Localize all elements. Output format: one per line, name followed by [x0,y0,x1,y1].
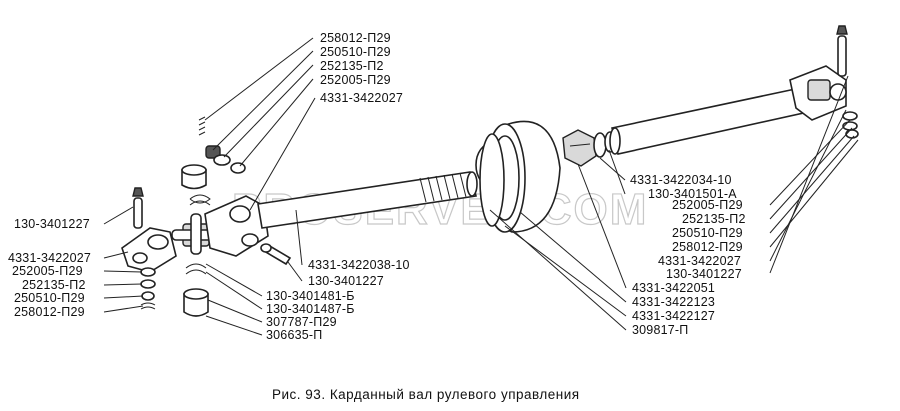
callout-label: 252005-П29 [672,198,743,212]
callout-label: 130-3401501-А [648,187,737,201]
hex-nut [562,129,616,167]
grease-fitting-top [198,116,246,174]
tube-shaft [609,87,810,155]
callout-label: 306635-П [266,328,322,342]
callout-label: 309817-П [632,323,688,337]
callout-label: 252005-П29 [320,73,391,87]
yoke-right [204,195,269,257]
seal-boot-assembly [475,120,561,233]
callout-label: 130-3401227 [308,274,384,288]
callout-label: 130-3401481-Б [266,289,355,303]
callouts-left: 130-3401227 4331-3422027 252005-П29 2521… [8,217,91,319]
snap-ring-top [189,194,211,206]
callout-label: 130-3401487-Б [266,302,355,316]
yoke-left [121,187,177,273]
callout-label: 4331-3422027 [320,91,403,105]
callout-label: 4331-3422034-10 [630,173,732,187]
callouts-right: 4331-3422034-10 130-3401501-А 252005-П29… [630,173,746,337]
bearing-cup-top [181,164,207,190]
universal-joint-cross [171,213,221,255]
yoke-right-end [789,25,848,121]
bolt-small [260,243,292,266]
callout-label: 252135-П2 [22,278,86,292]
callout-label: 4331-3422027 [8,251,91,265]
callout-label: 250510-П29 [14,291,85,305]
callout-label: 258012-П29 [14,305,85,319]
callout-label: 4331-3422127 [632,309,715,323]
callout-label: 258012-П29 [672,240,743,254]
callout-label: 4331-3422027 [658,254,741,268]
callout-label: 4331-3422123 [632,295,715,309]
callout-label: 130-3401227 [666,267,742,281]
callout-label: 307787-П29 [266,315,337,329]
callout-label: 252135-П2 [320,59,384,73]
figure-caption: Рис. 93. Карданный вал рулевого управлен… [272,387,580,402]
callout-label: 4331-3422038-10 [308,258,410,272]
callout-label: 130-3401227 [14,217,90,231]
callout-label: 258012-П29 [320,31,391,45]
callouts-top: 258012-П29 250510-П29 252135-П2 252005-П… [320,31,403,105]
leader-lines [103,37,859,336]
callout-label: 4331-3422051 [632,281,715,295]
splined-shaft [257,171,478,229]
left-fastener-stack [140,267,156,310]
callout-label: 252135-П2 [682,212,746,226]
callout-label: 252005-П29 [12,264,83,278]
callout-label: 250510-П29 [320,45,391,59]
drawing-parts [121,25,859,317]
bearing-cup-bottom [183,263,209,317]
callouts-bottom: 4331-3422038-10 130-3401227 130-3401481-… [266,258,410,342]
callout-label: 250510-П29 [672,226,743,240]
